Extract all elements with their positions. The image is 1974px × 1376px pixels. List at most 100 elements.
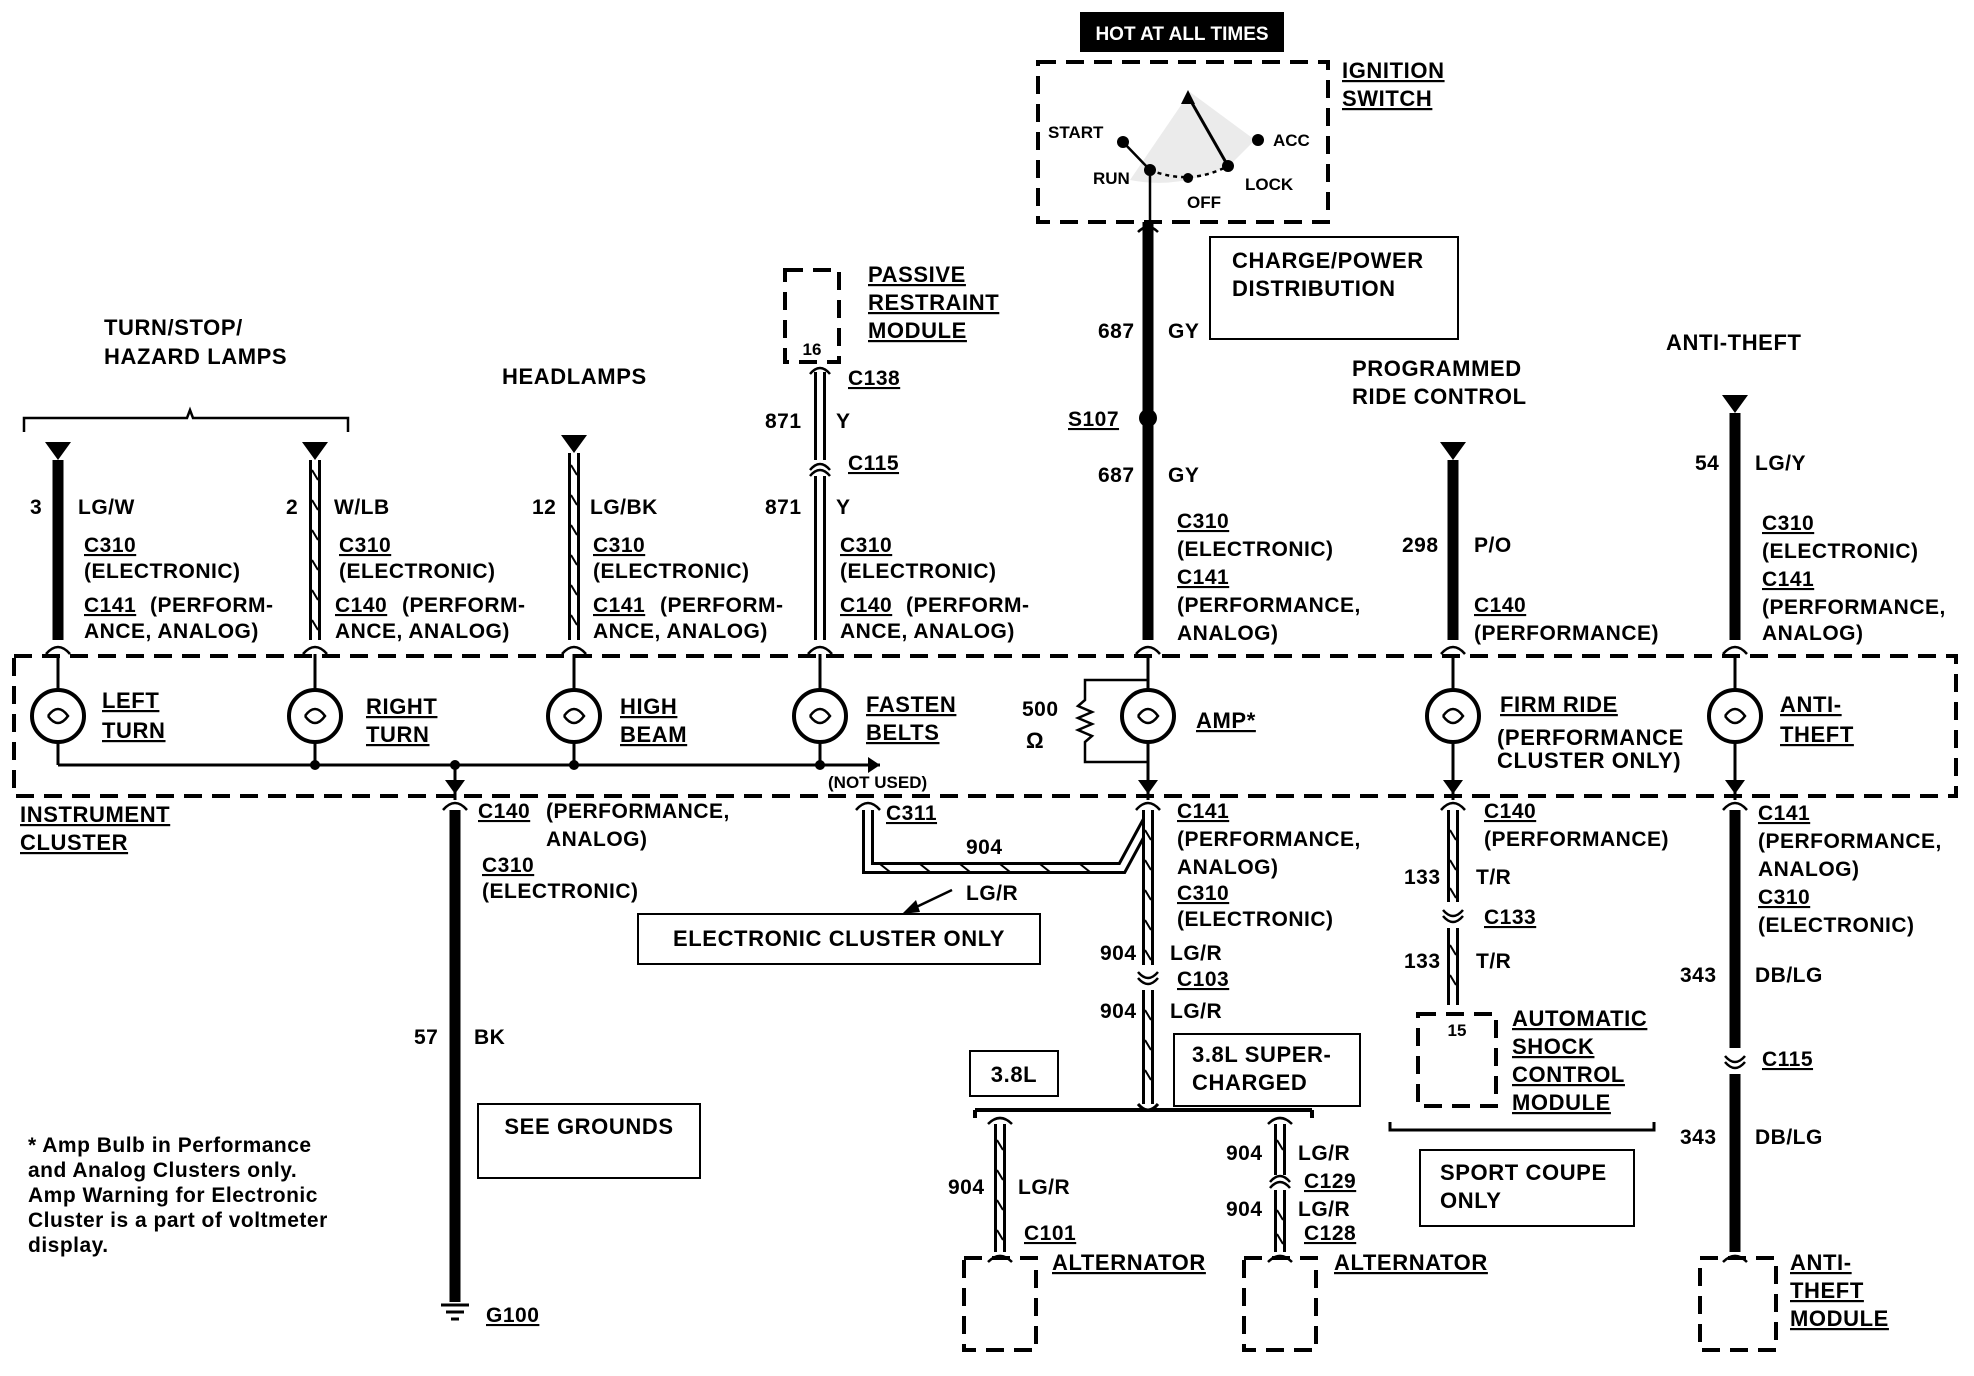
lbl-298-circuit: 298: [1402, 534, 1439, 557]
lbl-amp-elec: (ELECTRONIC): [1177, 538, 1334, 561]
see-grounds-text: SEE GROUNDS: [504, 1114, 673, 1139]
v38sc-line-2: CHARGED: [1192, 1070, 1307, 1095]
prm-pin: 16: [803, 340, 822, 359]
lbl-alt2b-color: LG/R: [1298, 1198, 1350, 1221]
lbl-fb-top-color: Y: [836, 410, 851, 433]
lbl-687-top-circuit: 687: [1098, 320, 1135, 343]
v38sc-box: 3.8L SUPER- CHARGED: [1173, 1033, 1361, 1107]
lamp-fb-2: BELTS: [866, 720, 939, 745]
resistor-value: 500: [1022, 698, 1059, 721]
lbl-left-perf: (PERFORM-: [150, 594, 274, 617]
prm-line-3: MODULE: [868, 318, 967, 343]
lamp-firm-ride: [1425, 688, 1481, 744]
lbl-amp-c141: C141: [1177, 566, 1229, 589]
anti-theft-module: [1698, 1256, 1778, 1352]
sport-coupe-box: SPORT COUPE ONLY: [1419, 1149, 1635, 1227]
lbl-904a-circuit: 904: [1100, 942, 1137, 965]
lbl-133a-circuit: 133: [1404, 866, 1441, 889]
lbl-133b-circuit: 133: [1404, 950, 1441, 973]
instrument-cluster-box: [12, 654, 1958, 798]
feed-arrow-right-turn: [302, 442, 328, 460]
sport-line-2: ONLY: [1440, 1188, 1502, 1213]
splice-s107: [1139, 409, 1157, 427]
lamp-fb-1: FASTEN: [866, 692, 956, 717]
feed-arrow-left-turn: [45, 442, 71, 460]
lbl-down-elec: (ELECTRONIC): [1177, 908, 1334, 931]
asc-line-1: AUTOMATIC: [1512, 1006, 1647, 1031]
lamp-right-1: RIGHT: [366, 694, 437, 719]
lbl-343b-circuit: 343: [1680, 1126, 1717, 1149]
lamp-left-turn: [30, 688, 86, 744]
atm-line-3: MODULE: [1790, 1306, 1889, 1331]
passive-restraint-module: 16: [783, 268, 841, 364]
lbl-fb-analog: ANCE, ANALOG): [840, 620, 1015, 643]
lbl-343a-circuit: 343: [1680, 964, 1717, 987]
lbl-amp-analog: ANALOG): [1177, 622, 1279, 645]
lbl-133b-color: T/R: [1476, 950, 1511, 973]
lbl-alt2a-color: LG/R: [1298, 1142, 1350, 1165]
lbl-at-down-perf: (PERFORMANCE,: [1758, 830, 1942, 853]
prm-line-1: PASSIVE: [868, 262, 966, 287]
lbl-57: 57: [414, 1026, 438, 1049]
lbl-right-turn-circuit: 2: [286, 496, 298, 519]
lbl-fb-mid-color: Y: [836, 496, 851, 519]
cluster-line-2: CLUSTER: [20, 830, 128, 855]
lbl-alt1-color: LG/R: [1018, 1176, 1070, 1199]
lbl-bk: BK: [474, 1026, 505, 1049]
lbl-left-turn-circuit: 3: [30, 496, 42, 519]
footnote-line-5: display.: [28, 1234, 109, 1257]
lbl-54-color: LG/Y: [1755, 452, 1806, 475]
asc-line-3: CONTROL: [1512, 1062, 1625, 1087]
resistor-unit: Ω: [1026, 728, 1044, 753]
hot-at-all-times-box: HOT AT ALL TIMES: [1080, 12, 1284, 52]
lbl-c103: C103: [1177, 968, 1229, 991]
lbl-fr-perf: (PERFORMANCE): [1474, 622, 1659, 645]
lbl-alt1-circuit: 904: [948, 1176, 985, 1199]
lbl-133a-color: T/R: [1476, 866, 1511, 889]
lbl-right-elec: (ELECTRONIC): [339, 560, 496, 583]
lbl-down-analog: ANALOG): [1177, 856, 1279, 879]
lbl-at-c310: C310: [1762, 512, 1814, 535]
lbl-687-mid-circuit: 687: [1098, 464, 1135, 487]
prc-heading-2: RIDE CONTROL: [1352, 384, 1527, 409]
ign-start: START: [1048, 123, 1104, 142]
charge-line-2: DISTRIBUTION: [1232, 276, 1396, 301]
lbl-fr-down-perf: (PERFORMANCE): [1484, 828, 1669, 851]
lbl-at-perf: (PERFORMANCE,: [1762, 596, 1946, 619]
lamp-fr-3: CLUSTER ONLY): [1497, 748, 1681, 773]
lbl-right-c140: C140: [335, 594, 387, 617]
asc-module: [1416, 1012, 1498, 1108]
lbl-c129: C129: [1304, 1170, 1356, 1193]
lbl-fb-c310: C310: [840, 534, 892, 557]
lbl-343b-color: DB/LG: [1755, 1126, 1823, 1149]
atm-line-2: THEFT: [1790, 1278, 1864, 1303]
hot-label: HOT AT ALL TIMES: [1095, 24, 1268, 45]
v38-box: 3.8L: [969, 1050, 1059, 1097]
prc-heading-1: PROGRAMMED: [1352, 356, 1522, 381]
lbl-gnd-elec: (ELECTRONIC): [482, 880, 639, 903]
lbl-s107: S107: [1068, 408, 1119, 431]
lamp-right-2: TURN: [366, 722, 430, 747]
turn-bracket: [22, 406, 350, 432]
alternator-2-module: [1242, 1256, 1318, 1352]
lbl-alt2a-circuit: 904: [1226, 1142, 1263, 1165]
alternator-1-label: ALTERNATOR: [1052, 1250, 1206, 1275]
footnote-line-2: and Analog Clusters only.: [28, 1159, 297, 1182]
lbl-down-c310: C310: [1177, 882, 1229, 905]
lamp-amp: [1120, 688, 1176, 744]
lbl-at-down-c310: C310: [1758, 886, 1810, 909]
ign-lock: LOCK: [1245, 175, 1294, 194]
v38sc-line-1: 3.8L SUPER-: [1192, 1042, 1331, 1067]
lamp-left-1: LEFT: [102, 688, 159, 713]
footnote-line-3: Amp Warning for Electronic: [28, 1184, 318, 1207]
lbl-at-analog: ANALOG): [1762, 622, 1864, 645]
turn-heading-2: HAZARD LAMPS: [104, 344, 287, 369]
lbl-hb-circuit: 12: [532, 496, 556, 519]
lbl-g100: G100: [486, 1304, 539, 1327]
lamp-high-beam: [546, 688, 602, 744]
lamp-anti-theft: [1707, 688, 1763, 744]
lbl-at-c141: C141: [1762, 568, 1814, 591]
lbl-at-down-analog: ANALOG): [1758, 858, 1860, 881]
lbl-hb-c310: C310: [593, 534, 645, 557]
